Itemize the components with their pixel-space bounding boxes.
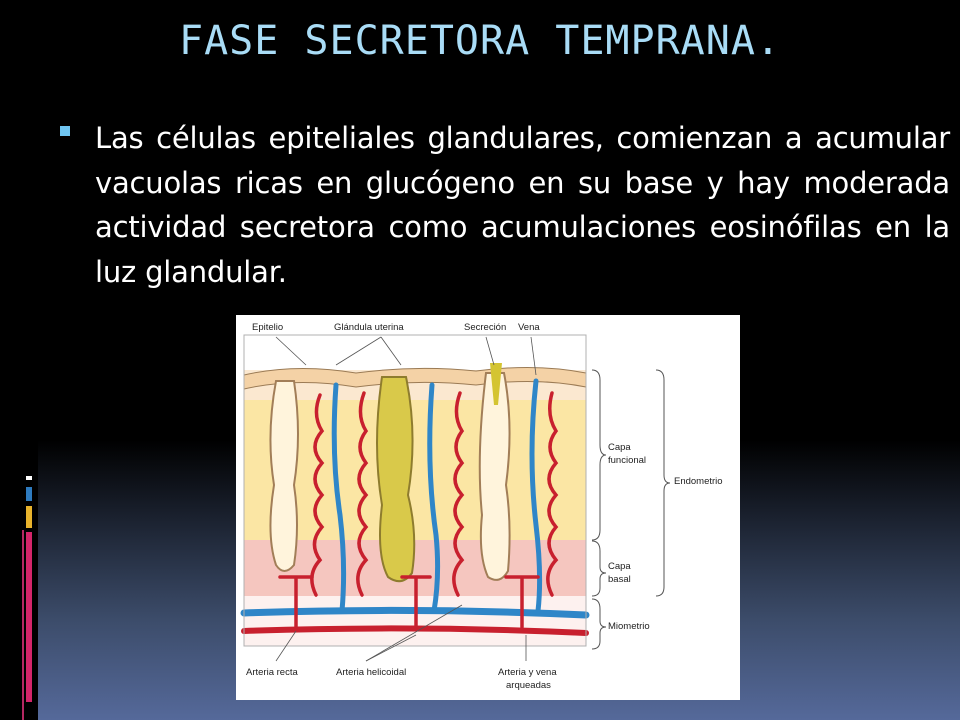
label-arteria-vena-1: Arteria y vena (498, 667, 557, 678)
brace-myometrium (591, 598, 607, 650)
label-miometrio: Miometrio (608, 621, 650, 632)
functional-layer (244, 400, 586, 540)
pointer-line (275, 630, 297, 662)
left-bar (0, 0, 38, 720)
diagram-frame (243, 334, 587, 647)
slide-title: FASE SECRETORA TEMPRANA. (179, 18, 781, 64)
bullet-text: Las células epiteliales glandulares, com… (95, 121, 950, 289)
spiral-artery (356, 391, 369, 597)
endometrium-diagram: Epitelio Glándula uterina Secreción Vena… (236, 315, 740, 700)
label-epitelio: Epitelio (252, 322, 283, 333)
pointer-line (485, 336, 495, 366)
label-arteria-helicoidal: Arteria helicoidal (336, 667, 406, 678)
pointer-line (380, 336, 402, 366)
vein (529, 378, 543, 614)
spiral-artery (452, 391, 465, 597)
gland-left (269, 380, 299, 572)
brace-endometrium (655, 369, 671, 597)
accent-bar (26, 487, 32, 501)
accent-line (22, 530, 24, 720)
label-vena: Vena (518, 322, 540, 333)
gland-middle (376, 376, 416, 583)
gland-right (478, 372, 511, 581)
brace-basal (591, 540, 607, 597)
pointer-lines (275, 336, 537, 662)
endometrium-svg: Epitelio Glándula uterina Secreción Vena… (236, 315, 740, 700)
label-glandula: Glándula uterina (334, 322, 404, 333)
label-arteria-recta: Arteria recta (246, 667, 298, 678)
arteries (241, 391, 589, 636)
label-arteria-vena-2: arqueadas (506, 680, 551, 691)
bullet-item: Las células epiteliales glandulares, com… (60, 116, 950, 294)
pointer-line (365, 634, 417, 662)
accent-bar (26, 476, 32, 480)
label-capa-funcional-1: Capa (608, 442, 631, 453)
brace-functional (591, 369, 607, 541)
label-endometrio: Endometrio (674, 476, 723, 487)
straight-artery (400, 575, 432, 629)
vein (331, 382, 347, 614)
artery-arcuate (241, 625, 589, 636)
label-capa-basal-2: basal (608, 574, 631, 585)
spiral-artery (546, 391, 559, 597)
label-capa-funcional-2: funcional (608, 455, 646, 466)
accent-bar (26, 532, 32, 702)
spiral-artery (310, 393, 325, 597)
secretion-stream (490, 363, 502, 405)
square-bullet-icon (60, 126, 70, 136)
accent-bar (26, 506, 32, 528)
label-secrecion: Secreción (464, 322, 506, 333)
vein (427, 382, 441, 614)
label-capa-basal-1: Capa (608, 561, 631, 572)
pointer-line (335, 336, 382, 366)
straight-artery (278, 575, 314, 629)
pointer-line (275, 336, 307, 366)
straight-artery (504, 575, 540, 629)
pointer-line (365, 604, 463, 662)
pointer-line (530, 336, 537, 376)
